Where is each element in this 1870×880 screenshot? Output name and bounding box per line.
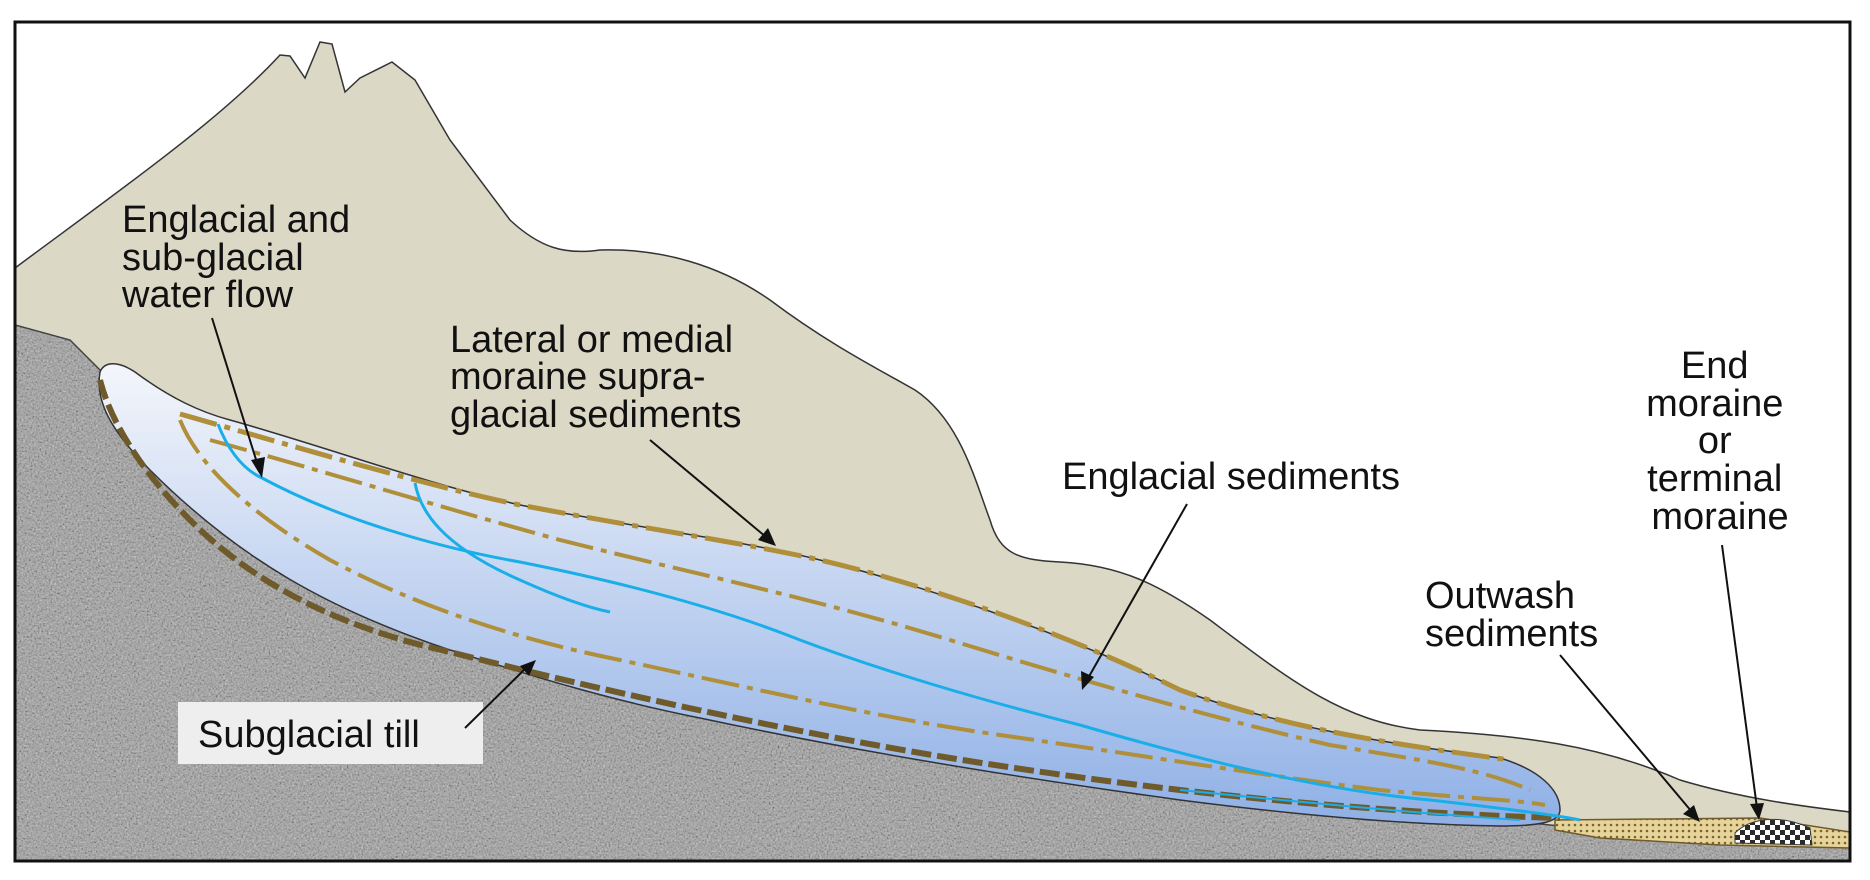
outwash-sediments-label: Outwash sediments	[1425, 575, 1598, 655]
figure-frame	[13, 20, 1852, 863]
lateral-moraine-label: Lateral or medial moraine supra- glacial…	[450, 319, 744, 436]
lateral-moraine-arrow	[649, 439, 776, 546]
englacial-sediments-label: Englacial sediments	[1062, 456, 1400, 498]
end-moraine	[1734, 818, 1813, 846]
subglacial-till-arrow	[464, 660, 536, 729]
englacial-sediments-arrow	[1081, 503, 1188, 690]
end-moraine-label: End moraine or terminal moraine	[1646, 345, 1794, 538]
water-flow-arrow	[211, 317, 265, 478]
end-moraine-arrow	[1721, 544, 1764, 820]
meltwater-channel-basal	[1179, 789, 1521, 821]
englacial-sediment-line-lower	[178, 419, 1546, 807]
meltwater-channel-branch	[413, 482, 611, 614]
meltwater-channel-main	[216, 423, 1581, 822]
subglacial-till-label: Subglacial till	[198, 714, 420, 756]
subglacial-till-label-box	[178, 702, 483, 764]
outwash-sediments-arrow	[1559, 654, 1700, 822]
water-flow-label: Englacial and sub-glacial water flow	[121, 199, 361, 316]
englacial-sediment-line-upper	[209, 438, 1531, 792]
supraglacial-sediment-line	[179, 411, 1511, 763]
